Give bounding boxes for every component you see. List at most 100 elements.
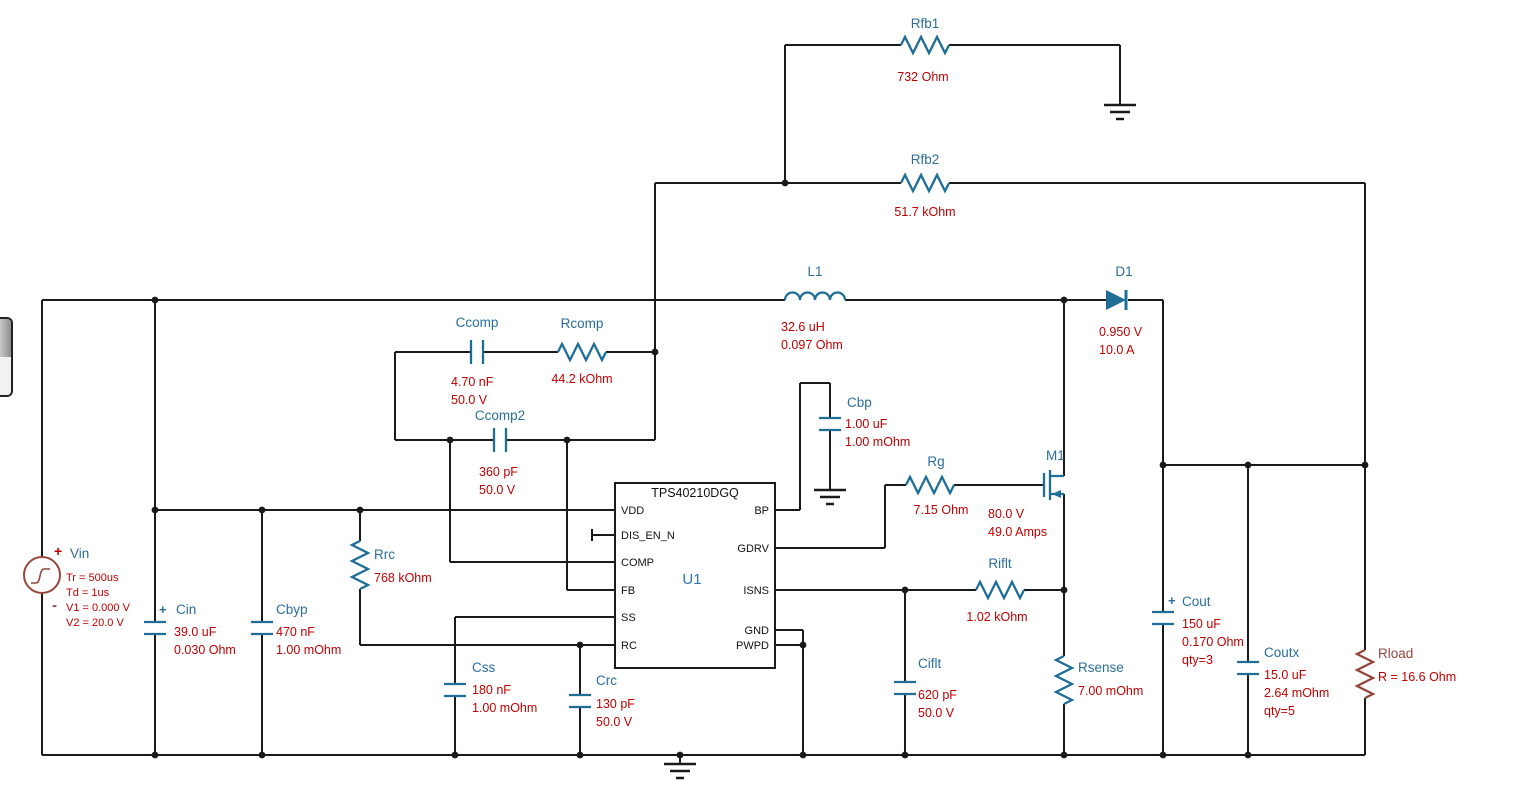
rrc-name: Rrc bbox=[374, 547, 395, 562]
ground-icon bbox=[814, 488, 846, 506]
l1-name: L1 bbox=[807, 264, 822, 279]
capacitor-crc[interactable]: Crc 130 pF 50.0 V bbox=[569, 673, 635, 729]
resistor-symbol[interactable] bbox=[556, 341, 608, 363]
cin-value: 0.030 Ohm bbox=[174, 643, 236, 657]
resistor-rg[interactable]: Rg 7.15 Ohm bbox=[904, 454, 968, 517]
vin-name: Vin bbox=[70, 546, 89, 561]
resistor-riflt[interactable]: Riflt 1.02 kOhm bbox=[966, 556, 1027, 624]
capacitor-symbol[interactable] bbox=[1152, 610, 1174, 626]
step-waveform-icon bbox=[31, 568, 50, 584]
capacitor-symbol[interactable] bbox=[819, 416, 841, 432]
crc-name: Crc bbox=[596, 673, 617, 688]
rload-value: R = 16.6 Ohm bbox=[1378, 670, 1456, 684]
rload-name: Rload bbox=[1378, 646, 1413, 661]
ccomp-value: 4.70 nF bbox=[451, 375, 494, 389]
rcomp-value: 44.2 kOhm bbox=[551, 372, 612, 386]
capacitor-cbyp[interactable]: Cbyp 470 nF 1.00 mOhm bbox=[251, 602, 341, 657]
capacitor-cout[interactable]: + Cout 150 uF 0.170 Ohm qty=3 bbox=[1152, 593, 1244, 667]
coutx-value: 2.64 mOhm bbox=[1264, 686, 1329, 700]
ciflt-name: Ciflt bbox=[918, 656, 941, 671]
coutx-name: Coutx bbox=[1264, 645, 1300, 660]
capacitor-symbol[interactable] bbox=[469, 340, 485, 364]
resistor-symbol[interactable] bbox=[904, 474, 956, 496]
source-symbol[interactable] bbox=[23, 556, 61, 594]
ic-part-number: TPS40210DGQ bbox=[651, 486, 739, 500]
cbyp-value: 1.00 mOhm bbox=[276, 643, 341, 657]
pin-gdrv: GDRV bbox=[737, 543, 769, 555]
riflt-value: 1.02 kOhm bbox=[966, 610, 1027, 624]
side-panel-handle-top[interactable] bbox=[0, 319, 11, 357]
resistor-symbol[interactable] bbox=[1053, 654, 1075, 706]
capacitor-cin[interactable]: + Cin 39.0 uF 0.030 Ohm bbox=[144, 602, 236, 657]
resistor-rload[interactable]: Rload R = 16.6 Ohm bbox=[1354, 646, 1456, 700]
ic-body[interactable] bbox=[614, 482, 776, 669]
coutx-value: qty=5 bbox=[1264, 704, 1295, 718]
rfb2-name: Rfb2 bbox=[911, 152, 940, 167]
mosfet-m1[interactable]: M1 80.0 V 49.0 Amps bbox=[988, 448, 1065, 539]
cout-name: Cout bbox=[1182, 594, 1211, 609]
resistor-symbol[interactable] bbox=[899, 172, 951, 194]
cbyp-name: Cbyp bbox=[276, 602, 308, 617]
capacitor-coutx[interactable]: Coutx 15.0 uF 2.64 mOhm qty=5 bbox=[1237, 645, 1329, 718]
cbp-value: 1.00 uF bbox=[845, 417, 888, 431]
pin-isns: ISNS bbox=[743, 585, 769, 597]
capacitor-symbol[interactable] bbox=[444, 682, 466, 698]
pin-pwpd: PWPD bbox=[736, 640, 769, 652]
vin-param: Td = 1us bbox=[66, 587, 110, 599]
capacitor-symbol[interactable] bbox=[492, 428, 508, 452]
capacitor-cbp[interactable]: Cbp 1.00 uF 1.00 mOhm bbox=[819, 395, 910, 449]
capacitor-ccomp[interactable]: Ccomp 4.70 nF 50.0 V bbox=[451, 315, 498, 407]
css-value: 180 nF bbox=[472, 683, 511, 697]
cout-value: 150 uF bbox=[1182, 617, 1221, 631]
capacitor-symbol[interactable] bbox=[251, 620, 273, 636]
side-panel-handle[interactable] bbox=[0, 317, 13, 397]
diode-d1[interactable]: D1 0.950 V 10.0 A bbox=[1099, 264, 1143, 357]
m1-value: 80.0 V bbox=[988, 507, 1025, 521]
resistor-rfb2[interactable]: Rfb2 51.7 kOhm bbox=[894, 152, 955, 219]
side-panel-handle-bottom[interactable] bbox=[0, 357, 11, 395]
pin-fb: FB bbox=[621, 585, 635, 597]
resistor-symbol[interactable] bbox=[974, 579, 1026, 601]
resistor-rcomp[interactable]: Rcomp 44.2 kOhm bbox=[551, 316, 612, 386]
inductor-l1[interactable]: L1 32.6 uH 0.097 Ohm bbox=[781, 264, 847, 352]
capacitor-symbol[interactable] bbox=[1237, 660, 1259, 676]
pin-gnd: GND bbox=[745, 625, 770, 637]
rsense-name: Rsense bbox=[1078, 660, 1124, 675]
capacitor-ccomp2[interactable]: Ccomp2 360 pF 50.0 V bbox=[475, 408, 525, 497]
rfb1-name: Rfb1 bbox=[911, 16, 940, 31]
resistor-symbol[interactable] bbox=[349, 539, 371, 591]
inductor-symbol[interactable] bbox=[783, 291, 847, 301]
vin-param: V2 = 20.0 V bbox=[66, 617, 124, 629]
m1-name: M1 bbox=[1046, 448, 1065, 463]
diode-symbol[interactable] bbox=[1106, 290, 1126, 310]
ground-icon bbox=[1104, 103, 1136, 121]
d1-value: 0.950 V bbox=[1099, 325, 1143, 339]
css-value: 1.00 mOhm bbox=[472, 701, 537, 715]
rcomp-name: Rcomp bbox=[561, 316, 604, 331]
resistor-rfb1[interactable]: Rfb1 732 Ohm bbox=[897, 16, 951, 84]
capacitor-ciflt[interactable]: Ciflt 620 pF 50.0 V bbox=[894, 656, 957, 720]
cin-value: 39.0 uF bbox=[174, 625, 217, 639]
mosfet-symbol[interactable] bbox=[1042, 470, 1064, 500]
mosfet-arrow bbox=[1052, 490, 1061, 498]
resistor-symbol[interactable] bbox=[899, 34, 951, 56]
resistor-rrc[interactable]: Rrc 768 kOhm bbox=[349, 539, 432, 591]
riflt-name: Riflt bbox=[988, 556, 1011, 571]
rrc-value: 768 kOhm bbox=[374, 571, 432, 585]
junction-dots bbox=[151, 179, 1369, 759]
capacitor-css[interactable]: Css 180 nF 1.00 mOhm bbox=[444, 660, 537, 715]
capacitor-symbol[interactable] bbox=[569, 693, 591, 709]
rfb1-value: 732 Ohm bbox=[897, 70, 948, 84]
ic-u1[interactable]: TPS40210DGQ U1 VDD DIS_EN_N COMP FB SS R… bbox=[614, 482, 776, 669]
voltage-source-vin[interactable]: + - Vin Tr = 500us Td = 1us V1 = 0.000 V… bbox=[23, 543, 131, 629]
capacitor-symbol[interactable] bbox=[894, 680, 916, 696]
ciflt-value: 620 pF bbox=[918, 688, 957, 702]
resistor-rsense[interactable]: Rsense 7.00 mOhm bbox=[1053, 654, 1143, 706]
pin-vdd: VDD bbox=[621, 505, 644, 517]
resistor-symbol[interactable] bbox=[1354, 648, 1376, 700]
pin-dis-en-n: DIS_EN_N bbox=[621, 530, 675, 542]
ccomp-name: Ccomp bbox=[456, 315, 499, 330]
pin-ss: SS bbox=[621, 612, 636, 624]
wire-segments bbox=[41, 44, 1366, 764]
capacitor-symbol[interactable] bbox=[144, 620, 166, 636]
